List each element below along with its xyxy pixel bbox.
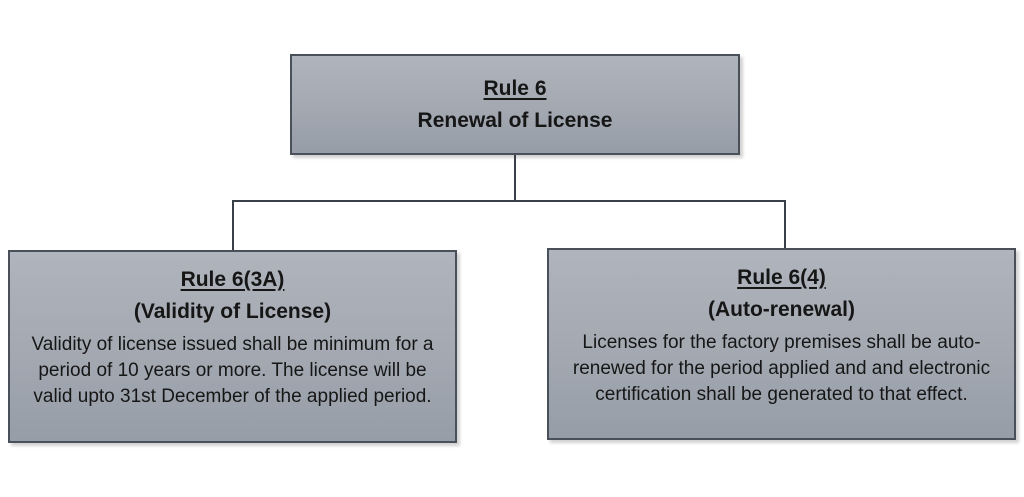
root-node-title: Rule 6 bbox=[483, 76, 547, 100]
rule-6-3a-body: Validity of license issued shall be mini… bbox=[31, 334, 434, 407]
rule-6-4-body: Licenses for the factory premises shall … bbox=[572, 332, 991, 405]
rule-6-4-title: Rule 6(4) bbox=[737, 266, 826, 289]
connector-crossbar-line bbox=[232, 200, 786, 202]
connector-stem-line bbox=[514, 155, 516, 202]
connector-left-drop-line bbox=[232, 202, 234, 250]
root-node-subtitle: Renewal of License bbox=[417, 108, 613, 132]
rule-6-root-node: Rule 6 Renewal of License bbox=[290, 54, 740, 155]
rule-6-4-subtitle: (Auto-renewal) bbox=[708, 298, 855, 321]
rule-6-3a-node: Rule 6(3A) (Validity of License) Validit… bbox=[8, 250, 457, 443]
rule-6-4-node: Rule 6(4) (Auto-renewal) Licenses for th… bbox=[547, 248, 1016, 440]
rule-6-3a-title: Rule 6(3A) bbox=[180, 268, 285, 291]
rule-6-3a-subtitle: (Validity of License) bbox=[133, 300, 332, 323]
connector-right-drop-line bbox=[784, 202, 786, 248]
